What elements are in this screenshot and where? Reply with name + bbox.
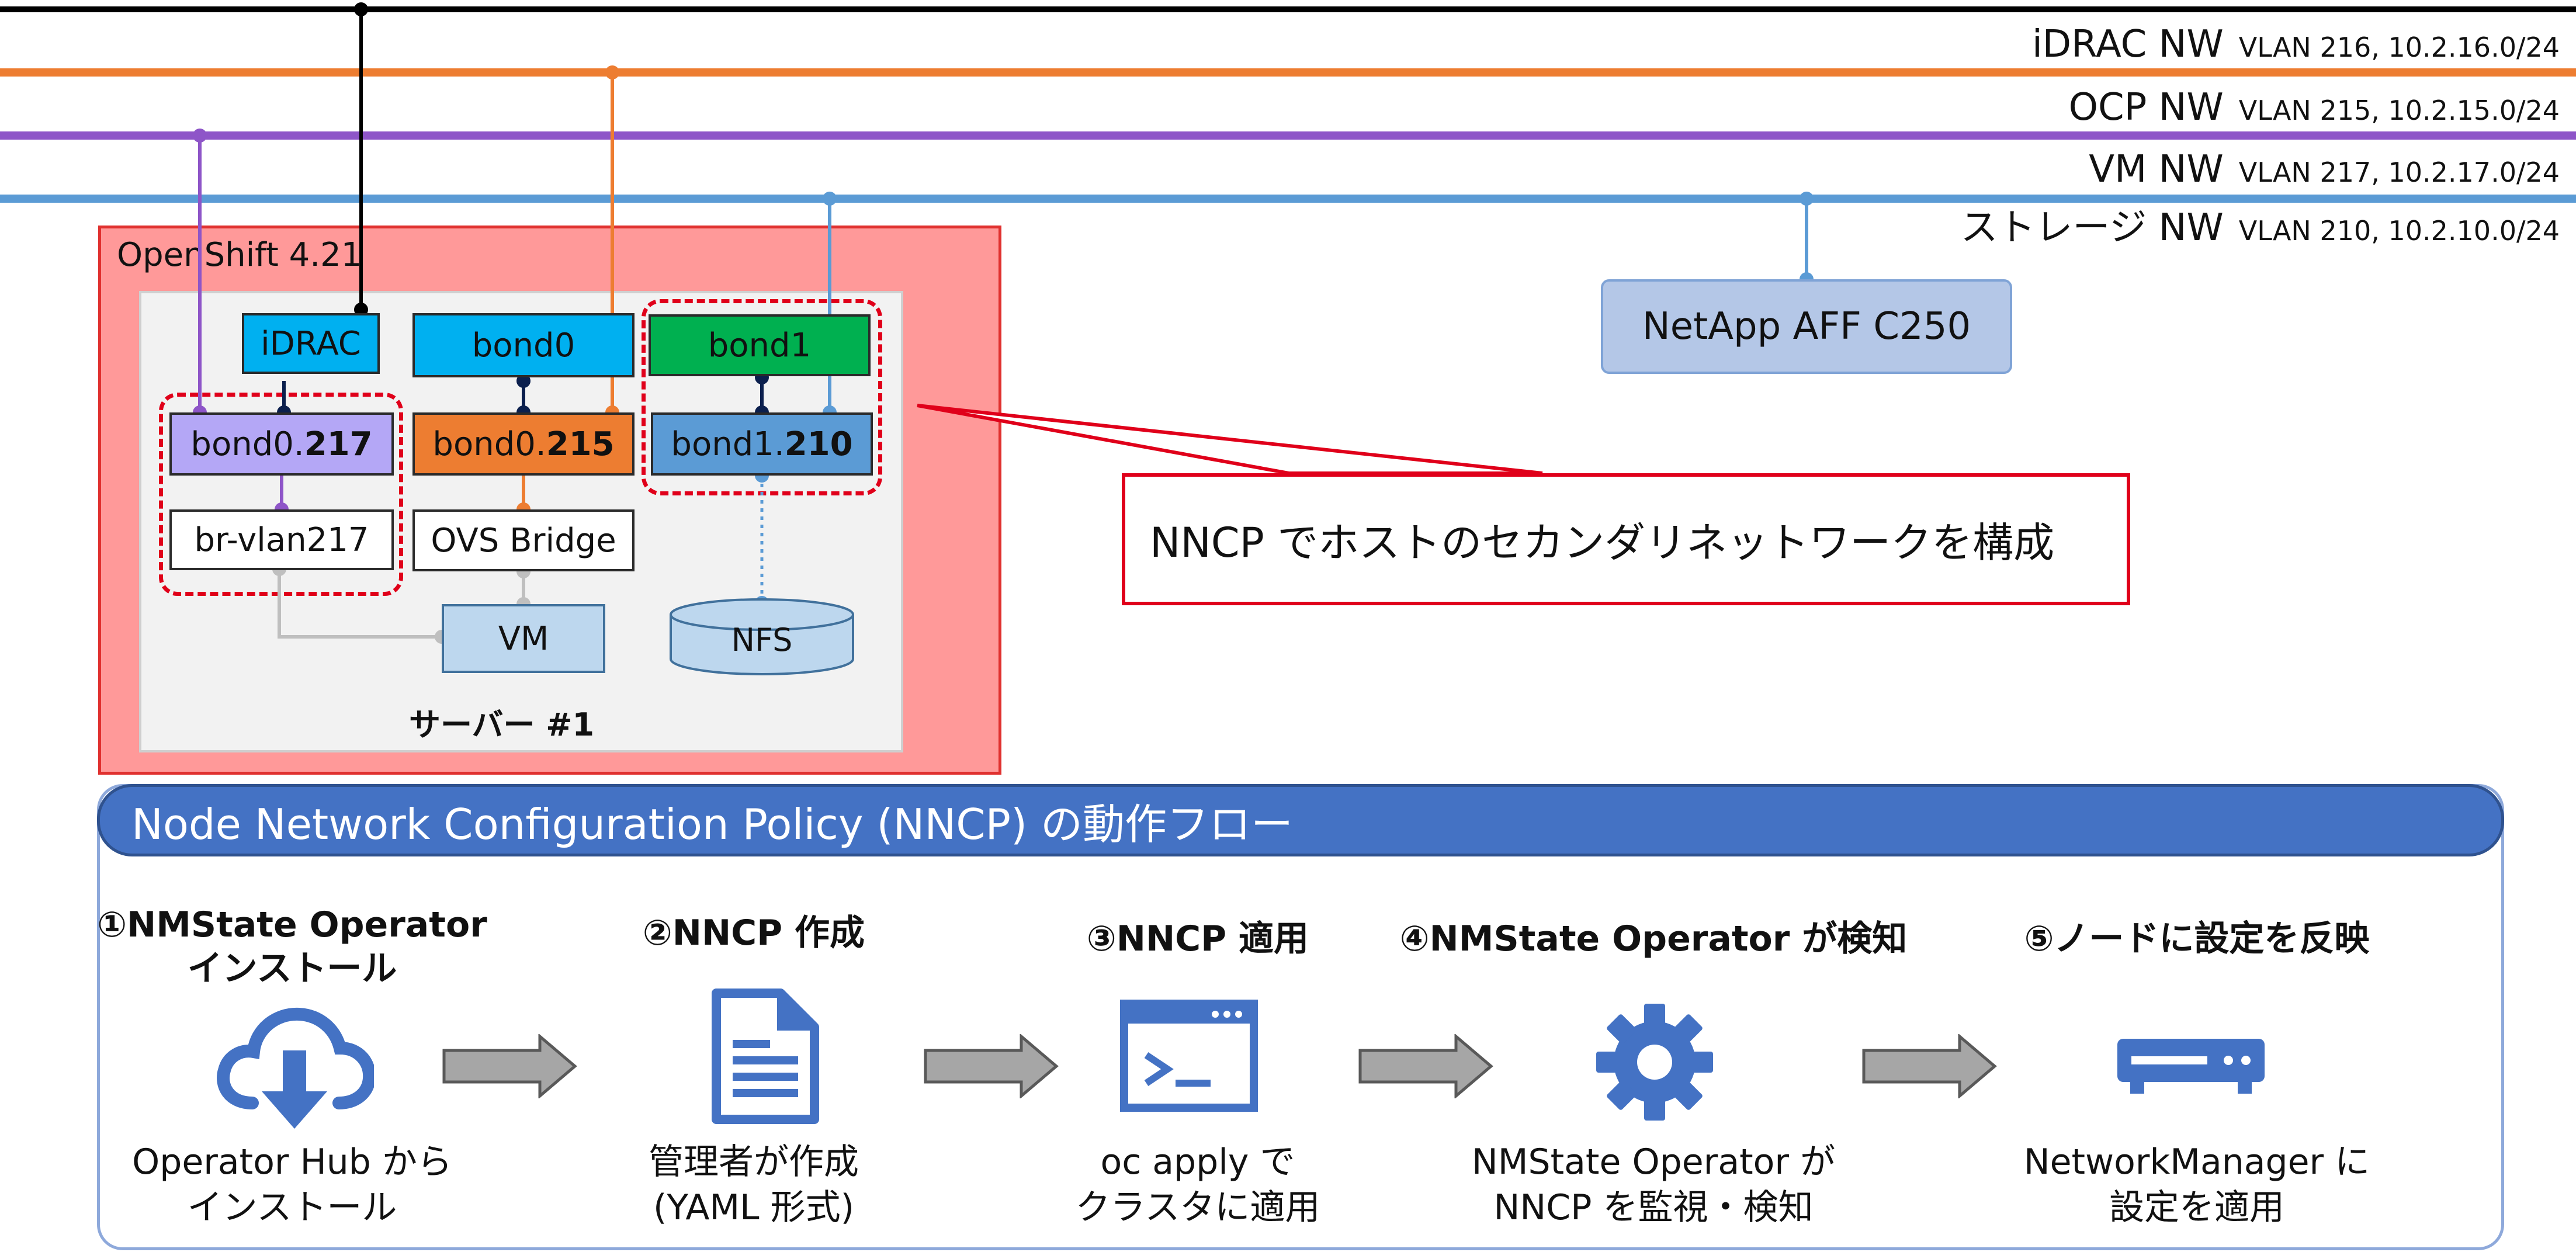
step2-desc: 管理者が作成 (YAML 形式) xyxy=(549,1139,958,1230)
idrac-nw-label: iDRAC NW VLAN 216, 10.2.16.0/24 xyxy=(2032,26,2560,63)
idrac-nw-vlan: VLAN 216, 10.2.16.0/24 xyxy=(2238,32,2560,63)
step1-desc-line2: インストール xyxy=(187,1187,397,1228)
ocp-nw-name: OCP NW xyxy=(2068,86,2224,129)
step2-title: ②NNCP 作成 xyxy=(549,911,958,955)
server-label: サーバー #1 xyxy=(409,706,595,743)
vm-nw-vlan: VLAN 217, 10.2.17.0/24 xyxy=(2238,157,2560,188)
step2-desc-line2: (YAML 形式) xyxy=(653,1187,855,1228)
step2-title-line1: ②NNCP 作成 xyxy=(642,913,865,953)
step4-desc-line1: NMState Operator が xyxy=(1471,1142,1836,1182)
flow-title-bar: Node Network Configuration Policy (NNCP)… xyxy=(97,784,2504,856)
bond1-node: bond1 xyxy=(649,314,871,376)
flow-arrow-2 xyxy=(924,1034,1059,1098)
flow-arrow-4 xyxy=(1862,1034,1997,1098)
step4-desc: NMState Operator が NNCP を監視・検知 xyxy=(1420,1139,1887,1230)
nncp-callout-text: NNCP でホストのセカンダリネットワークを構成 xyxy=(1150,518,2055,567)
nfs-label: NFS xyxy=(731,622,793,658)
step1-desc-line1: Operator Hub から xyxy=(132,1142,452,1182)
netapp-label: NetApp AFF C250 xyxy=(1642,305,1971,348)
storage-nw-label: ストレージ NW VLAN 210, 10.2.10.0/24 xyxy=(1961,209,2560,247)
nncp-callout: NNCP でホストのセカンダリネットワークを構成 xyxy=(1122,473,2130,605)
document-icon xyxy=(712,989,819,1124)
nncp-flow-panel xyxy=(97,784,2504,1250)
step5-desc-line2: 設定を適用 xyxy=(2109,1187,2284,1228)
step4-desc-line2: NNCP を監視・検知 xyxy=(1493,1187,1814,1228)
flow-arrow-3 xyxy=(1358,1034,1493,1098)
step1-title-line2: インストール xyxy=(187,948,397,989)
step3-desc: oc apply でクラスタに適用 xyxy=(993,1139,1402,1230)
gear-icon xyxy=(1596,1004,1713,1121)
br-vlan217-node: br-vlan217 xyxy=(169,509,394,570)
bond0-node-label: bond0 xyxy=(471,326,575,365)
flow-arrow-1 xyxy=(442,1034,577,1098)
ovs-bridge-label: OVS Bridge xyxy=(431,521,616,560)
bond1-node-label: bond1 xyxy=(708,326,812,365)
flow-title: Node Network Configuration Policy (NNCP)… xyxy=(131,799,1293,849)
idrac-node-label: iDRAC xyxy=(261,324,361,363)
vm-node: VM xyxy=(442,604,605,673)
storage-nw-name: ストレージ NW xyxy=(1960,206,2224,249)
openshift-label: OpenShift 4.21 xyxy=(117,236,362,274)
vm-nw-name: VM NW xyxy=(2089,148,2224,191)
server-icon xyxy=(2117,1039,2265,1094)
ovs-bridge-node: OVS Bridge xyxy=(412,509,635,571)
br-vlan217-label: br-vlan217 xyxy=(194,521,369,559)
bond0-217-prefix: bond0. xyxy=(190,425,304,463)
step3-title: ③NNCP 適用 xyxy=(993,917,1402,961)
bond0-node: bond0 xyxy=(412,313,635,377)
step4-title: ④NMState Operator が検知 xyxy=(1379,917,1928,961)
step5-desc: NetworkManager に設定を適用 xyxy=(1975,1139,2419,1230)
step2-desc-line1: 管理者が作成 xyxy=(649,1142,859,1182)
ocp-nw-label: OCP NW VLAN 215, 10.2.15.0/24 xyxy=(2069,89,2560,126)
bond0-217-node: bond0.217 xyxy=(169,412,394,476)
step3-desc-line2: クラスタに適用 xyxy=(1075,1187,1320,1228)
storage-nw-vlan: VLAN 210, 10.2.10.0/24 xyxy=(2238,215,2560,247)
ocp-nw-vlan: VLAN 215, 10.2.15.0/24 xyxy=(2238,95,2560,126)
step4-title-line1: ④NMState Operator が検知 xyxy=(1399,918,1908,959)
idrac-nw-name: iDRAC NW xyxy=(2032,23,2224,66)
bond0-215-suffix: 215 xyxy=(546,425,615,463)
step1-title-line1: ①NMState Operator xyxy=(97,904,487,945)
cloud-download-icon xyxy=(217,1007,374,1129)
bond1-210-node: bond1.210 xyxy=(651,412,873,476)
bond0-215-prefix: bond0. xyxy=(432,425,546,463)
step5-title-line1: ⑤ノードに設定を反映 xyxy=(2024,918,2370,959)
bond0-217-suffix: 217 xyxy=(304,425,373,463)
bond1-210-prefix: bond1. xyxy=(671,425,785,463)
vm-nw-label: VM NW VLAN 217, 10.2.17.0/24 xyxy=(2089,151,2560,188)
step5-title: ⑤ノードに設定を反映 xyxy=(1975,917,2419,961)
idrac-node: iDRAC xyxy=(242,313,380,374)
bond0-215-node: bond0.215 xyxy=(412,412,635,476)
step5-desc-line1: NetworkManager に xyxy=(2023,1142,2370,1182)
bond1-210-suffix: 210 xyxy=(784,425,853,463)
netapp-storage: NetApp AFF C250 xyxy=(1601,279,2012,374)
terminal-icon xyxy=(1120,1000,1258,1112)
step3-desc-line1: oc apply で xyxy=(1100,1142,1295,1182)
step3-title-line1: ③NNCP 適用 xyxy=(1086,918,1309,959)
step1-desc: Operator Hub からインストール xyxy=(88,1139,497,1230)
vm-label: VM xyxy=(498,619,549,658)
